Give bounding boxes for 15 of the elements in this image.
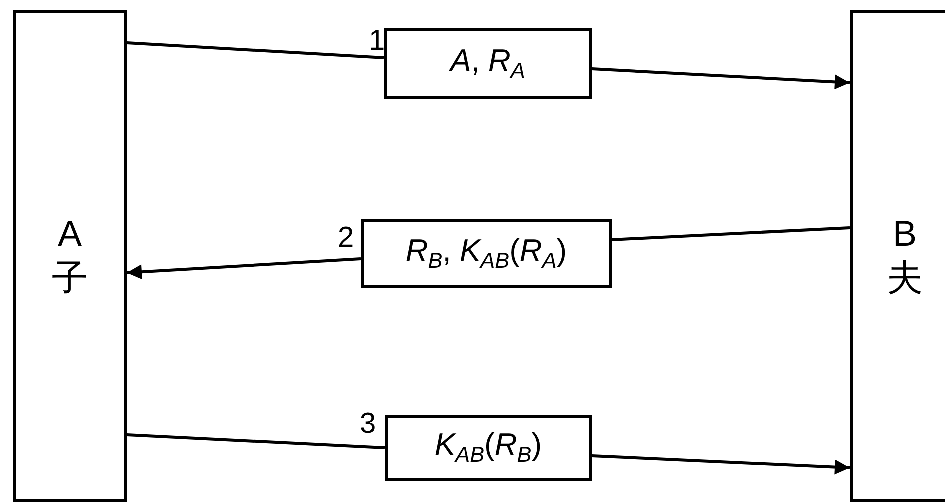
message-label: K$_{AB}$(R$_{B}$) bbox=[434, 427, 542, 469]
step-number: 2 bbox=[338, 222, 354, 255]
party-label: 夫 bbox=[887, 256, 923, 300]
step-number: 3 bbox=[360, 408, 376, 441]
message-label: A, R$_{A}$ bbox=[450, 42, 526, 84]
party-box bbox=[850, 10, 945, 502]
party-label: 子 bbox=[52, 256, 88, 300]
party-label: A bbox=[58, 212, 82, 256]
party-box bbox=[13, 10, 127, 502]
arrow bbox=[126, 258, 362, 280]
arrow bbox=[592, 454, 850, 475]
party-label: B bbox=[892, 212, 917, 256]
message-label: R$_{B}$, K$_{AB}$(R$_{A}$) bbox=[406, 232, 568, 274]
arrow bbox=[592, 68, 850, 90]
step-number: 1 bbox=[369, 25, 386, 58]
